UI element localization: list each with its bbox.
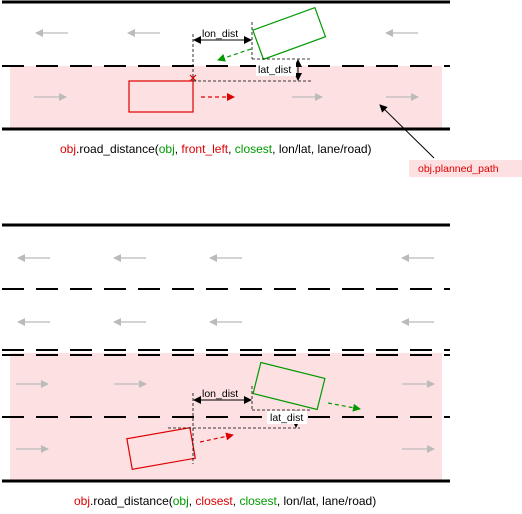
planned-path-label-bg <box>409 160 522 177</box>
caption-2-sep2: , <box>233 494 240 508</box>
lat-dist-label-bg-2 <box>267 411 307 424</box>
lane-direction-arrows-2 <box>16 254 435 453</box>
panel-1: lon_dist lat_dist obj.planned_path obj.r… <box>2 0 522 177</box>
caption-2-obj: obj <box>74 494 90 508</box>
caption-1-sep1: , <box>175 142 182 156</box>
caption-2-arg-side: closest <box>195 494 233 508</box>
ego-vehicle-2 <box>126 426 196 471</box>
lon-dist-label-2: lon_dist <box>202 388 238 400</box>
lane-direction-arrows <box>34 29 419 101</box>
lon-dist-label: lon_dist <box>202 28 238 40</box>
planned-path-pointer <box>379 104 435 159</box>
target-heading-arrow <box>217 48 252 62</box>
panel-2: lon_dist lat_dist obj.road_distance(obj,… <box>2 223 450 508</box>
caption-1-sep2: , <box>228 142 235 156</box>
caption-1-method: .road_distance( <box>76 142 159 156</box>
caption-2-rest: , lon/lat, lane/road) <box>277 494 376 508</box>
lat-dist-label-bg <box>256 62 296 76</box>
lane-divider-double <box>2 349 450 356</box>
target-vehicle-2 <box>252 361 326 411</box>
lat-dist-label-2: lat_dist <box>270 412 303 424</box>
target-heading-arrow-2 <box>327 402 361 412</box>
caption-1-arg-obj: obj <box>159 142 175 156</box>
caption-2: obj.road_distance(obj, closest, closest,… <box>74 494 376 508</box>
planned-path-label: obj.planned_path <box>418 163 499 175</box>
ego-heading-arrow-2 <box>199 432 234 443</box>
caption-1-rest: , lon/lat, lane/road) <box>272 142 371 156</box>
ego-vehicle <box>128 80 194 113</box>
caption-2-arg-obj: obj <box>173 494 189 508</box>
target-vehicle <box>252 6 327 61</box>
lat-dist-label: lat_dist <box>258 64 291 76</box>
caption-2-method: .road_distance( <box>90 494 173 508</box>
caption-1-arg-mode: closest <box>235 142 273 156</box>
caption-1-arg-side: front_left <box>181 142 228 156</box>
caption-1-obj: obj <box>60 142 76 156</box>
caption-2-sep1: , <box>189 494 196 508</box>
measurement-guides-2 <box>168 386 310 464</box>
caption-2-arg-mode: closest <box>239 494 277 508</box>
caption-1: obj.road_distance(obj, front_left, close… <box>60 142 372 156</box>
ego-reference-point <box>189 74 197 82</box>
